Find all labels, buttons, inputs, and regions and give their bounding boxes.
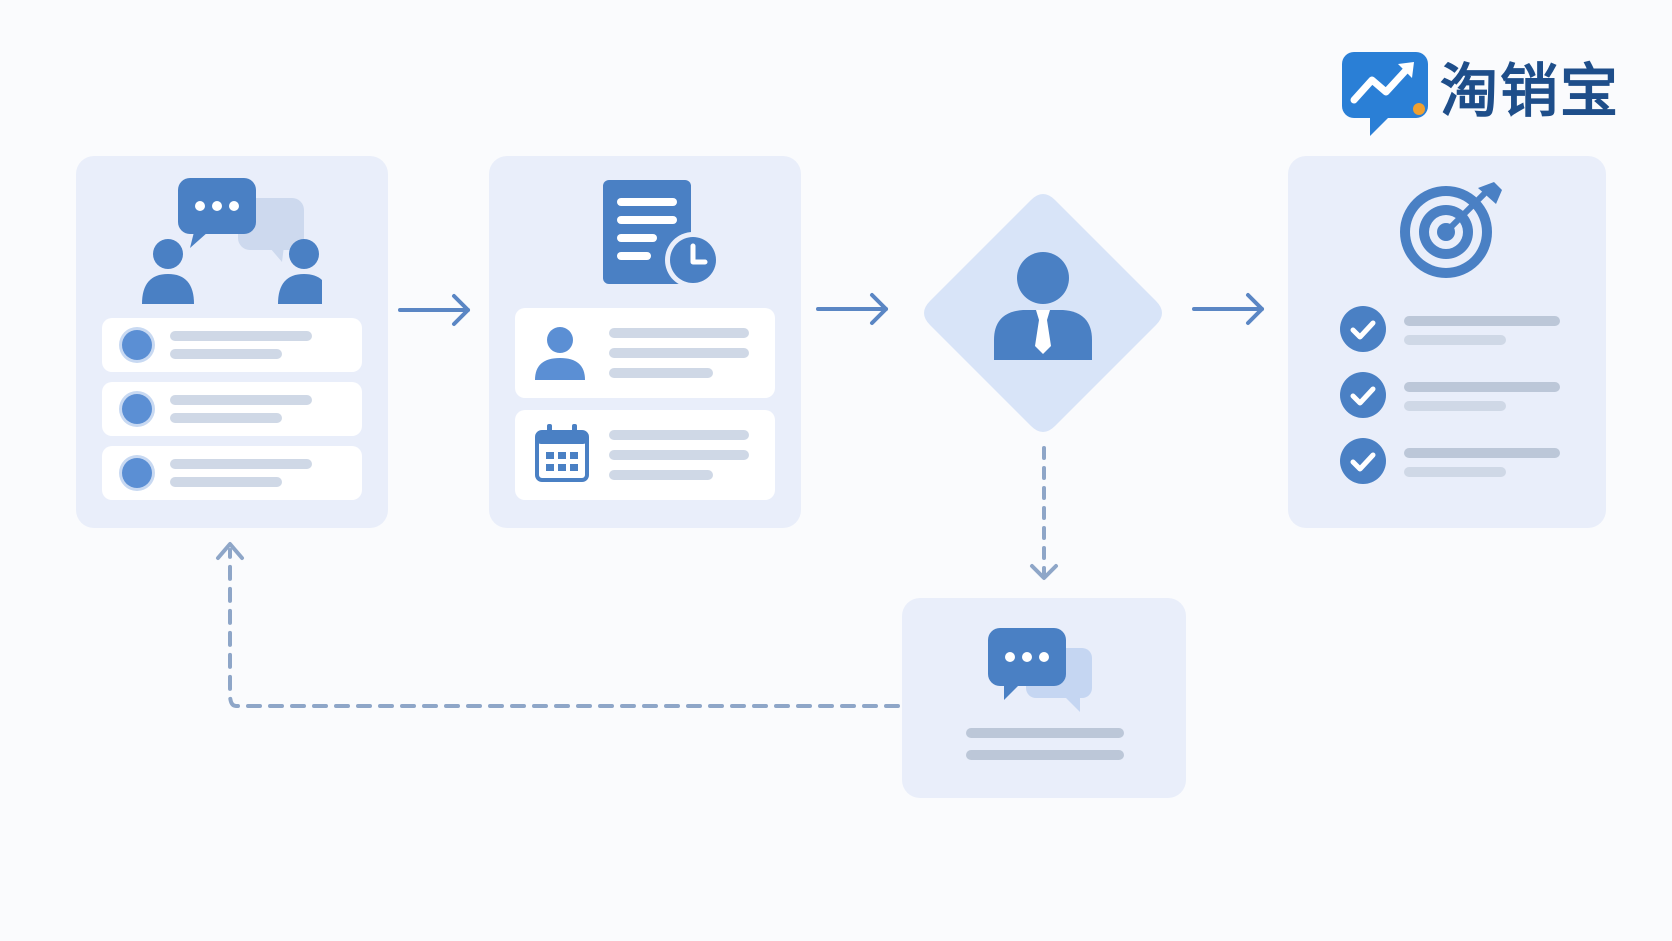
contact-card: [515, 308, 775, 398]
step2-panel: [489, 156, 801, 528]
document-clock-icon: [603, 180, 721, 288]
list-item: [102, 318, 362, 372]
status-dot-icon: [122, 458, 152, 488]
feedback-panel: [902, 598, 1186, 798]
logo-chart-bubble-icon: [1342, 52, 1428, 136]
person-tie-icon: [994, 252, 1092, 360]
chat-bubbles-icon: [988, 628, 1092, 712]
step4-panel: [1288, 156, 1606, 528]
list-item: [102, 446, 362, 500]
list-item: [102, 382, 362, 436]
checkmark-icon: [1340, 306, 1386, 352]
conversation-people-icon: [142, 178, 322, 304]
checkmark-icon: [1340, 372, 1386, 418]
person-icon: [535, 327, 585, 380]
brand-name: 淘销宝: [1440, 57, 1621, 125]
decision-diamond: [924, 194, 1162, 432]
status-dot-icon: [122, 394, 152, 424]
status-dot-icon: [122, 330, 152, 360]
flow-arrow-icon: [816, 293, 888, 325]
calendar-icon: [535, 424, 589, 482]
dashed-return-arrow-icon: [216, 542, 900, 708]
flow-arrow-icon: [1192, 293, 1264, 325]
schedule-card: [515, 410, 775, 500]
checkmark-icon: [1340, 438, 1386, 484]
step1-panel: [76, 156, 388, 528]
target-arrow-icon: [1400, 182, 1502, 278]
dashed-arrow-down-icon: [1030, 446, 1058, 580]
flow-arrow-icon: [398, 294, 470, 326]
